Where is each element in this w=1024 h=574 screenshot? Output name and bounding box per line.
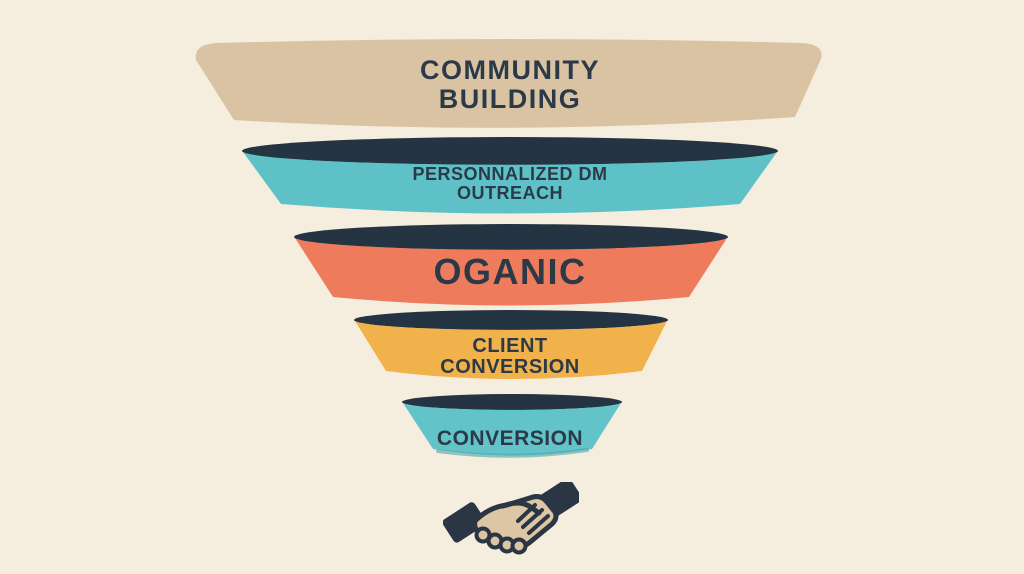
funnel-bottom-edge-shade xyxy=(436,448,589,458)
funnel-label-conversion: CONVERSION xyxy=(436,427,584,450)
funnel-segment-organic xyxy=(295,238,727,306)
funnel-label-community-building: COMMUNITY BUILDING xyxy=(420,55,600,114)
funnel-segment-personalized-dm-outreach xyxy=(243,152,777,214)
funnel-label-personalized-dm-outreach: PERSONNALIZED DM OUTREACH xyxy=(412,164,608,203)
funnel-segment-conversion xyxy=(403,403,621,456)
funnel-label-organic: OGANIC xyxy=(433,251,587,292)
funnel-rim-5 xyxy=(402,394,622,410)
handshake-thumb-line xyxy=(500,500,542,516)
handshake-icon xyxy=(443,482,579,555)
funnel-rim-4 xyxy=(354,310,668,330)
funnel-rim-2 xyxy=(242,137,778,165)
handshake-finger-lines xyxy=(516,503,550,535)
funnel-segment-client-conversion xyxy=(355,321,667,379)
funnel-rim-3 xyxy=(294,224,728,250)
handshake-left-sleeve xyxy=(443,502,487,543)
handshake-knuckle-4 xyxy=(510,537,528,555)
funnel-label-client-conversion: CLIENT CONVERSION xyxy=(440,335,580,378)
funnel-segment-community-building xyxy=(195,39,822,128)
